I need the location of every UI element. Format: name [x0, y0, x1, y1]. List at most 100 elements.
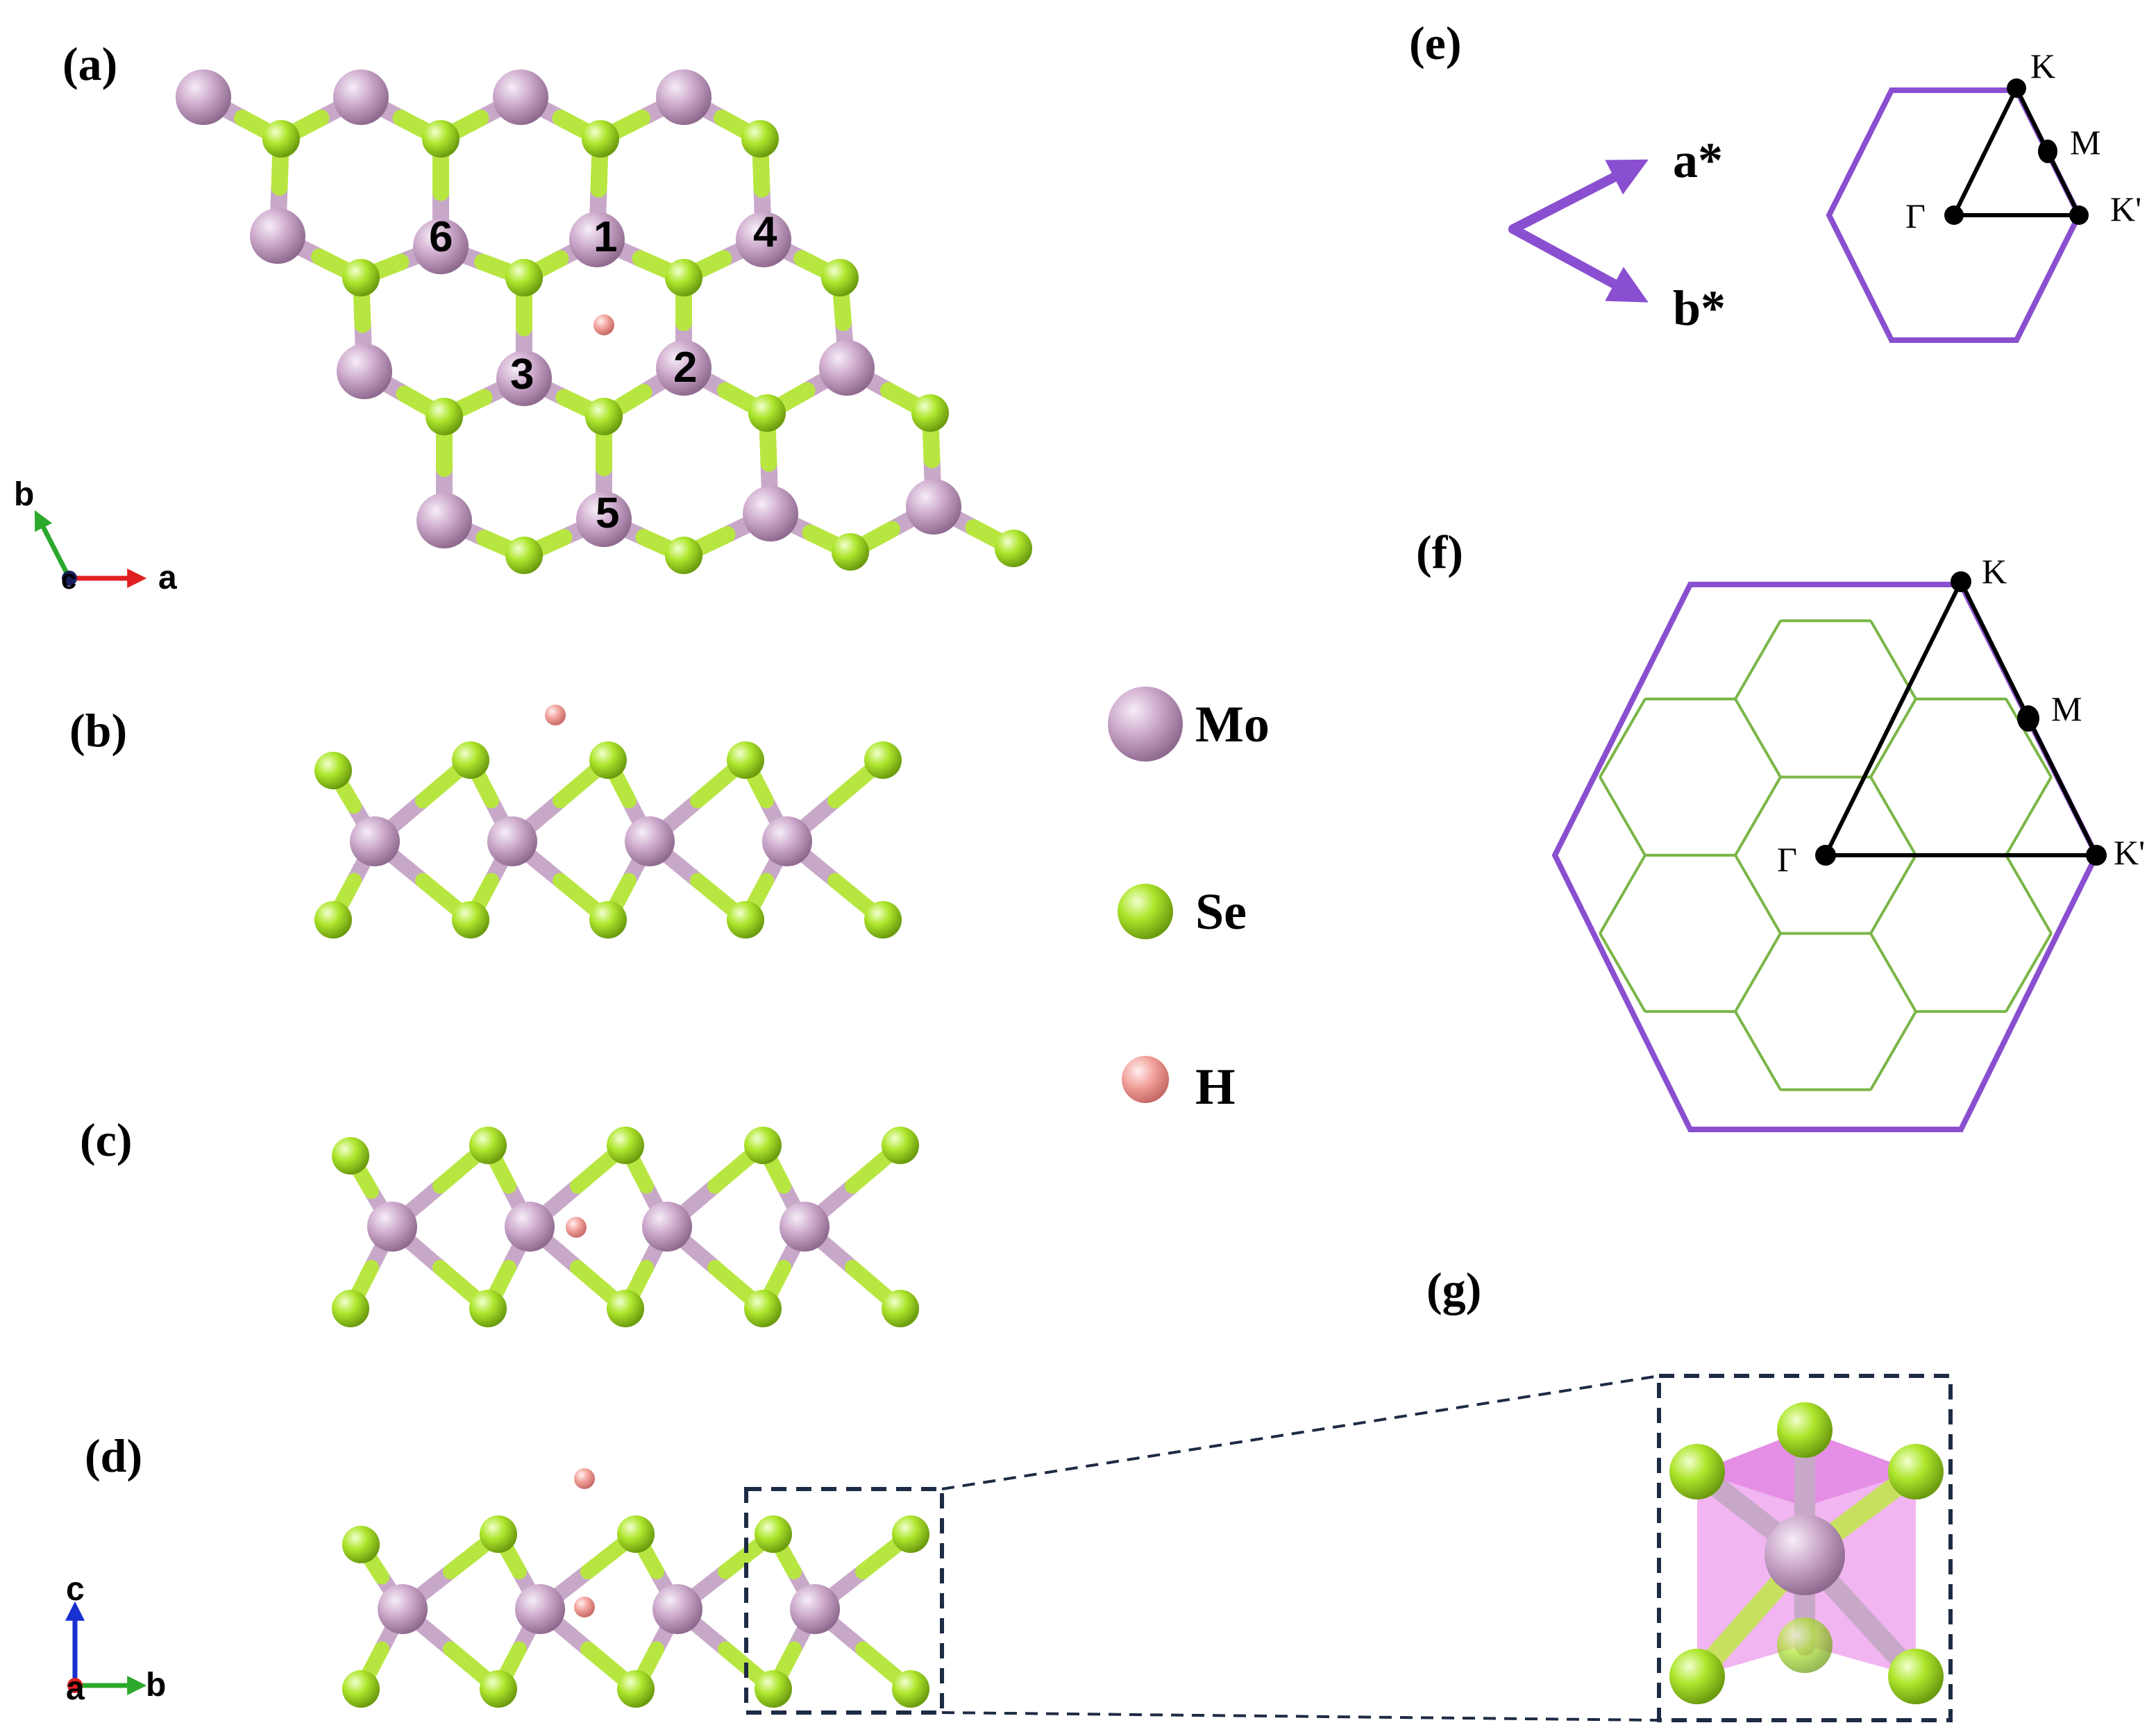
panel-label-e: (e)	[1409, 17, 1461, 69]
side-view-atoms	[342, 1468, 929, 1708]
se-atom	[332, 1290, 369, 1327]
grid-edge	[1869, 1011, 1917, 1091]
se-atom	[426, 398, 463, 435]
side-view-c	[332, 1127, 919, 1327]
mo-atom	[569, 212, 625, 267]
mo-atom	[515, 1584, 565, 1634]
se-atom	[617, 1670, 655, 1708]
a-star-label: a*	[1673, 133, 1723, 188]
m-label-small: M	[2070, 123, 2100, 162]
axis-triad-top-view: a b c	[14, 476, 177, 596]
mo-atom	[652, 1584, 702, 1634]
zoom-line-bottom	[941, 1711, 1660, 1722]
se-atom-top-right	[1888, 1444, 1944, 1499]
brillouin-zone-supercell: Γ K M K'	[1551, 552, 2145, 1132]
mo-atom	[333, 69, 389, 125]
grid-edge	[2005, 932, 2053, 1013]
grid-edge	[1643, 1011, 1647, 1014]
brillouin-zone-small: Γ K M K'	[1826, 47, 2141, 343]
panel-label-b: (b)	[69, 704, 127, 757]
grid-edge	[1599, 854, 1647, 934]
site-labels: 1 2 3 4 5 6	[429, 208, 777, 537]
mo-atom	[505, 1202, 555, 1252]
mo-atom	[576, 491, 632, 547]
grid-edge	[1734, 620, 1782, 700]
se-atom	[342, 1670, 380, 1708]
site-label-3: 3	[510, 351, 534, 398]
k-label-small: K	[2030, 47, 2055, 85]
se-atom	[821, 259, 859, 296]
grid-edge	[2005, 776, 2053, 857]
side-view-d	[342, 1468, 929, 1708]
se-atom-top-back	[1777, 1402, 1833, 1458]
legend: Mo Se H	[1108, 687, 1270, 1116]
gamma-point-large	[1815, 845, 1836, 866]
gamma-label-small: Γ	[1905, 196, 1926, 235]
se-atom	[480, 1515, 517, 1553]
mo-atom	[350, 816, 400, 866]
gamma-label-large: Γ	[1777, 840, 1797, 879]
site-label-1: 1	[593, 213, 617, 261]
a-axis-label: a	[158, 560, 177, 596]
mo-atom	[780, 1202, 829, 1252]
grid-edge	[1869, 932, 1917, 1013]
se-atom	[607, 1290, 644, 1327]
h-atom	[574, 1468, 595, 1489]
zoom-line-top	[941, 1374, 1660, 1490]
grid-edge	[2005, 697, 2008, 700]
se-atom	[617, 1515, 655, 1553]
grid-edge	[2005, 1011, 2008, 1014]
se-atom	[582, 120, 619, 158]
se-atom	[755, 1515, 792, 1553]
legend-h-label: H	[1195, 1059, 1236, 1116]
grid-edge	[1643, 697, 1647, 700]
b-star-arrow	[1508, 224, 1649, 303]
se-atom-bottom-right	[1888, 1649, 1944, 1704]
legend-se-label: Se	[1195, 884, 1247, 941]
se-atom	[882, 1127, 919, 1164]
mo-atom	[337, 344, 392, 399]
mo-atom	[762, 816, 812, 866]
mo-atom	[413, 219, 469, 274]
se-atom	[589, 741, 627, 779]
grid-edge	[1734, 854, 1782, 934]
se-atom	[607, 1127, 644, 1164]
se-atom	[505, 259, 543, 296]
legend-mo-swatch	[1108, 687, 1183, 762]
k-prime-label-small: K'	[2110, 190, 2141, 228]
legend-h-swatch	[1122, 1056, 1169, 1103]
se-atom	[727, 901, 764, 939]
legend-se-swatch	[1118, 884, 1173, 939]
se-atom	[589, 901, 627, 939]
mo-atom	[790, 1584, 840, 1634]
side-view-atoms	[314, 705, 902, 939]
high-symmetry-path-small	[1952, 83, 2082, 217]
k-point-large	[1951, 571, 1971, 592]
mo-atom	[656, 69, 711, 125]
se-atom	[585, 398, 623, 435]
panel-label-g: (g)	[1426, 1263, 1481, 1315]
grid-edge	[1869, 854, 1917, 934]
mo-atom	[496, 351, 552, 406]
se-atom	[342, 1526, 380, 1563]
mo-atom	[642, 1202, 692, 1252]
panel-label-c: (c)	[80, 1113, 132, 1166]
grid-edge	[1734, 698, 1782, 778]
side-view-b	[314, 705, 902, 939]
mo-atom	[250, 208, 305, 264]
mo-atom	[736, 212, 791, 267]
zoom-target-box	[1657, 1374, 1953, 1722]
grid-edge	[1734, 776, 1782, 857]
se-atom-bottom-left	[1669, 1649, 1725, 1704]
grid-edge	[2005, 854, 2053, 934]
c-axis-label-side: c	[66, 1571, 85, 1608]
se-atom	[469, 1127, 507, 1164]
side-view-atoms	[332, 1127, 919, 1327]
k-prime-point-small	[2069, 205, 2089, 225]
se-atom	[741, 120, 779, 158]
m-point-small	[2038, 140, 2057, 163]
mo-atom	[743, 486, 798, 541]
a-axis-origin	[67, 1678, 83, 1693]
mo-atom	[625, 816, 675, 866]
